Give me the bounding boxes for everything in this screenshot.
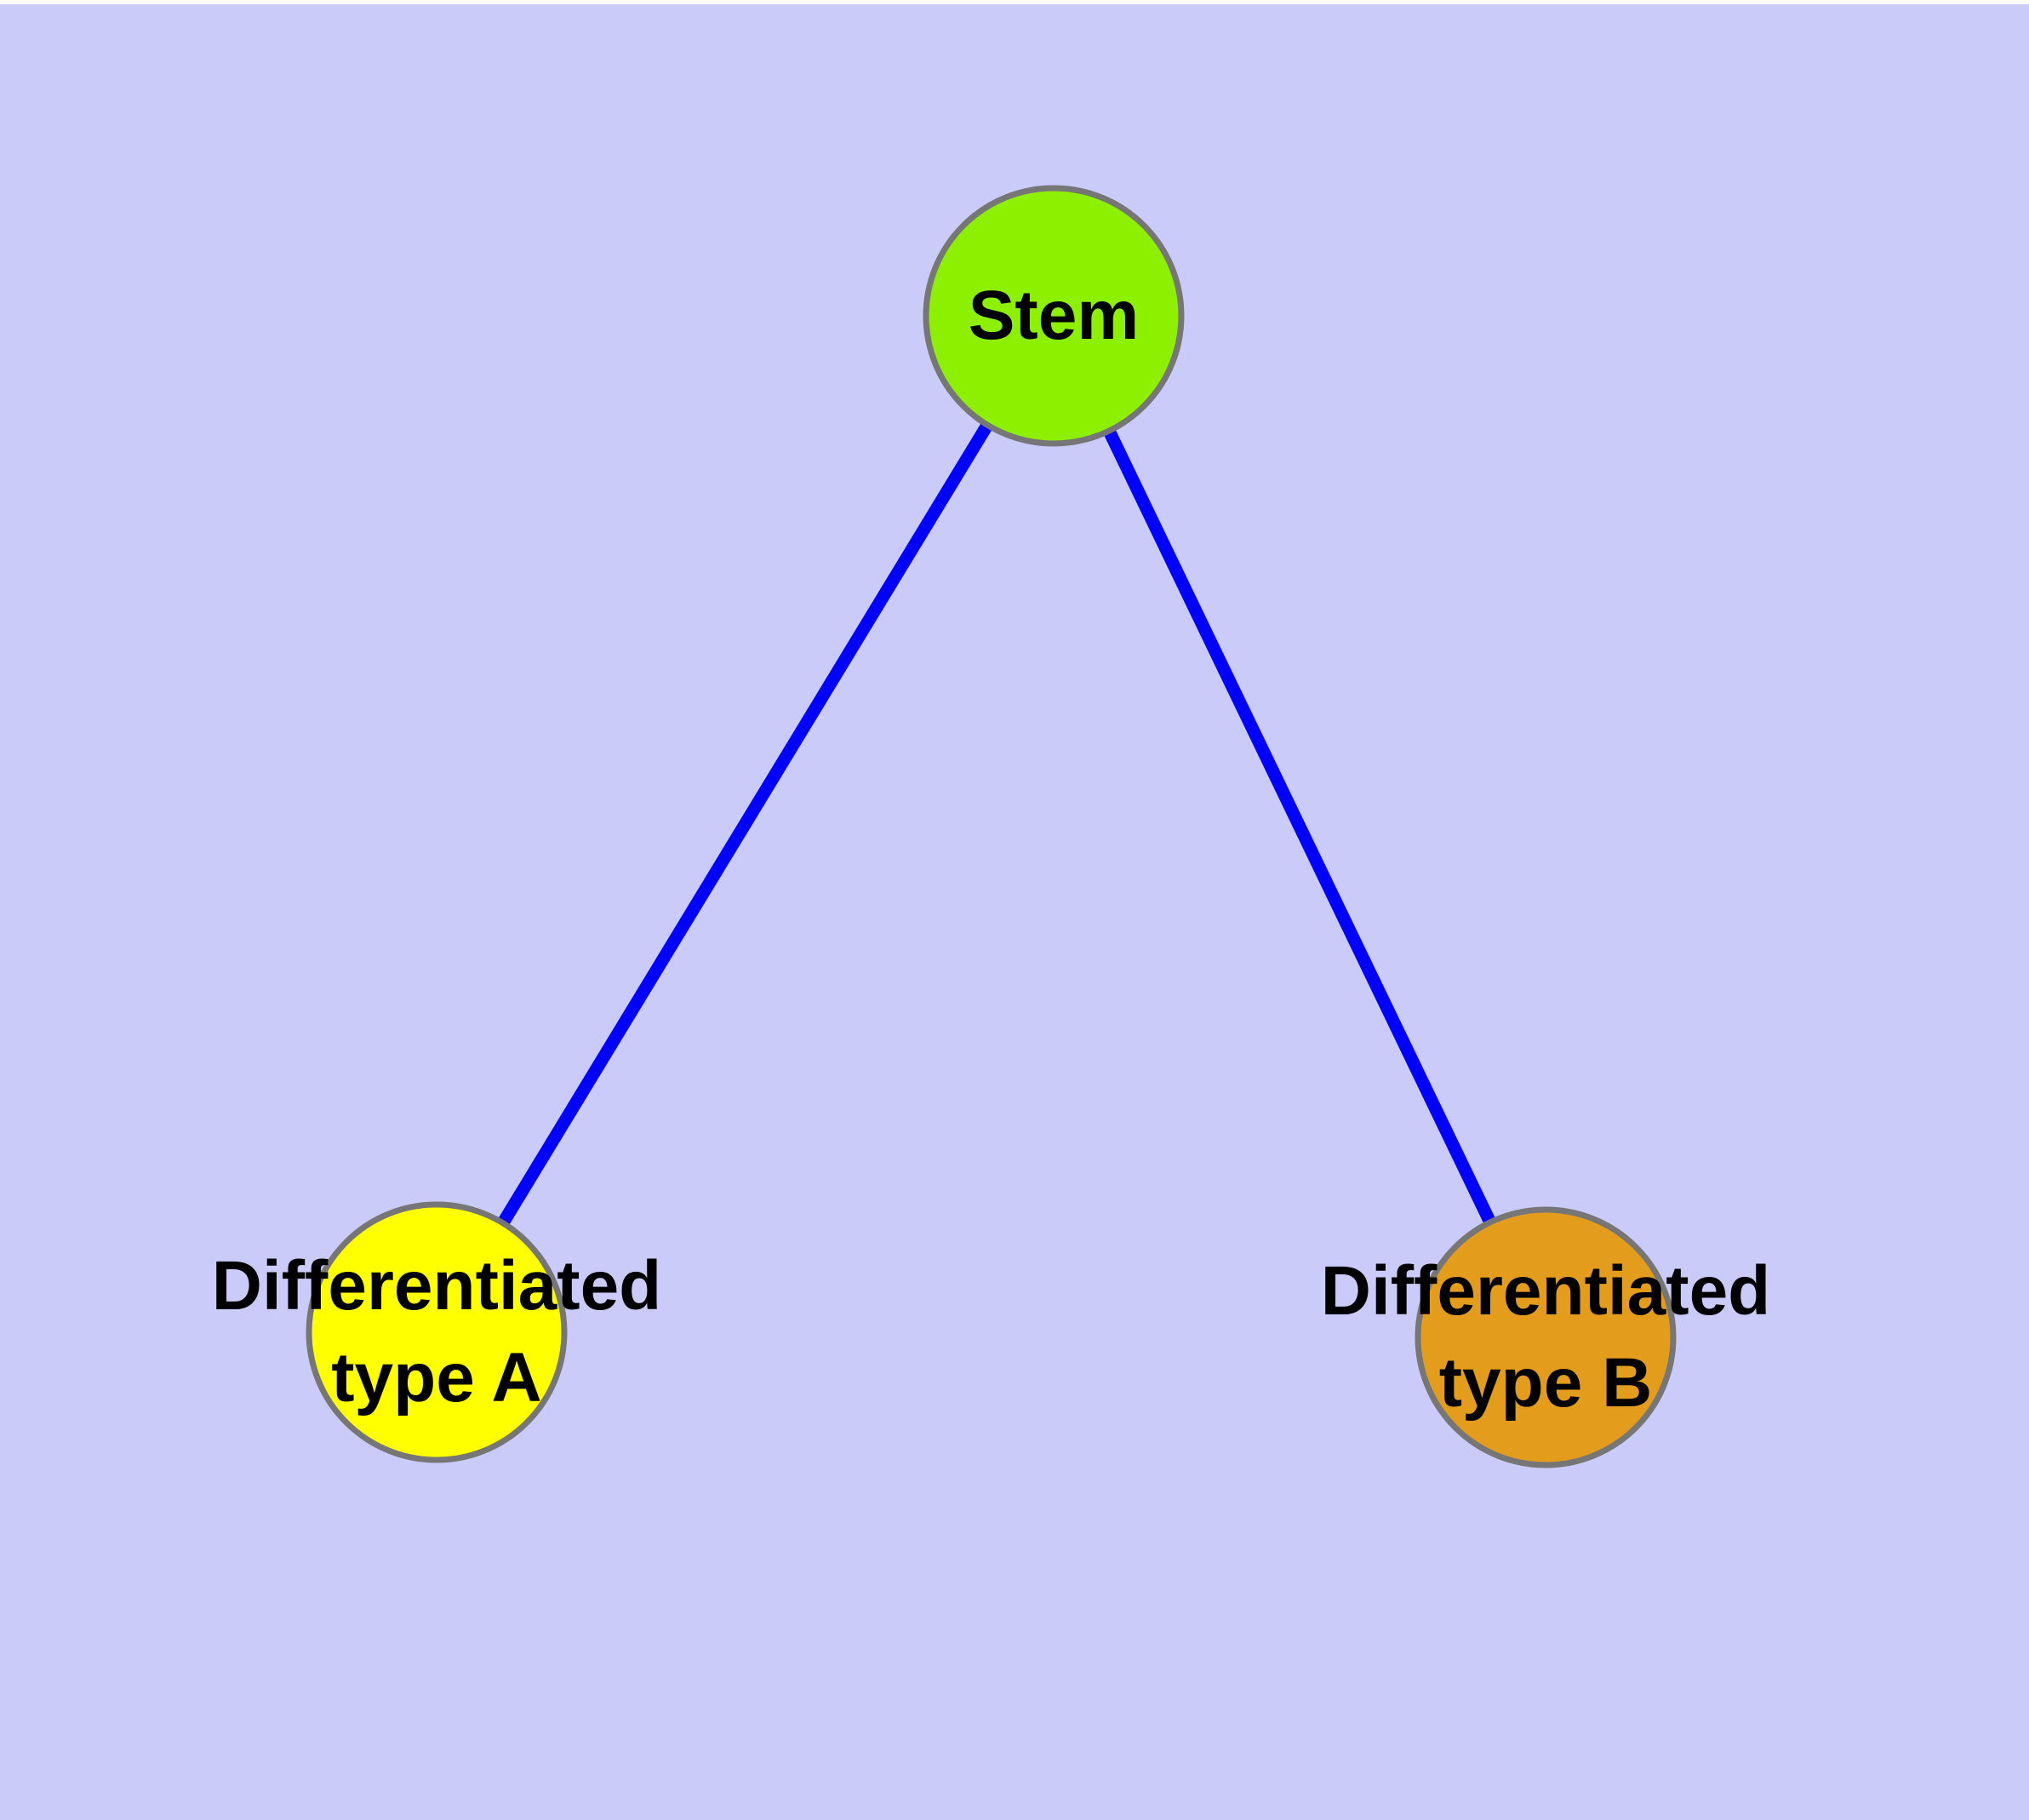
node-stem-circle bbox=[923, 185, 1185, 447]
node-label-stem-line1: Stem bbox=[968, 277, 1140, 354]
node-label-type-a-line1: Differentiated bbox=[211, 1247, 662, 1325]
edge-stem-to-type-b bbox=[1048, 312, 1552, 1341]
edge-stem-to-type-a bbox=[431, 312, 1060, 1336]
top-strip bbox=[0, 0, 2029, 4]
node-label-type-b: Differentiated type B bbox=[1321, 1245, 1771, 1429]
node-label-type-a: Differentiated type A bbox=[212, 1240, 662, 1424]
node-type-b-circle bbox=[1415, 1206, 1677, 1468]
node-label-type-b-line2: type B bbox=[1438, 1344, 1653, 1422]
node-label-type-a-line2: type A bbox=[331, 1339, 542, 1417]
node-label-type-b-line1: Differentiated bbox=[1320, 1252, 1771, 1330]
node-type-a-circle bbox=[306, 1201, 568, 1463]
node-label-stem: Stem bbox=[969, 270, 1140, 362]
